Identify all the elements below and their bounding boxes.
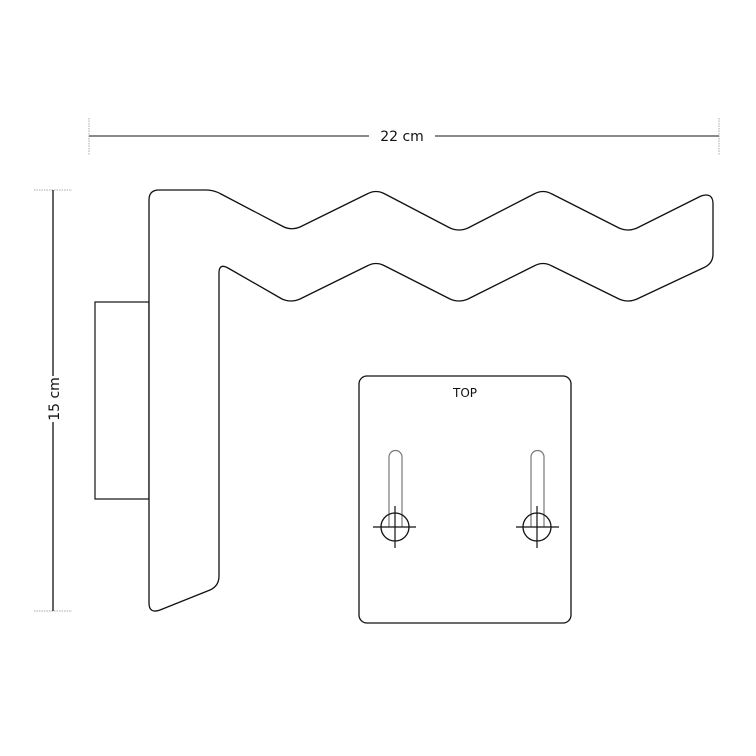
zigzag-bracket-outline (148, 189, 714, 612)
keyhole-slot-right (530, 449, 545, 527)
mounting-hole-left (373, 449, 416, 548)
keyhole-slot-left (388, 449, 403, 527)
height-dimension: 15 cm (34, 189, 72, 612)
height-dimension-label: 15 cm (47, 377, 63, 421)
back-plate-side (94, 301, 150, 500)
width-dimension-label: 22 cm (380, 129, 424, 145)
top-view-outline (358, 375, 572, 624)
top-view-label: TOP (452, 386, 477, 400)
mounting-hole-right (516, 449, 559, 548)
top-view-plate: TOP (358, 375, 572, 624)
width-dimension: 22 cm (88, 118, 720, 155)
